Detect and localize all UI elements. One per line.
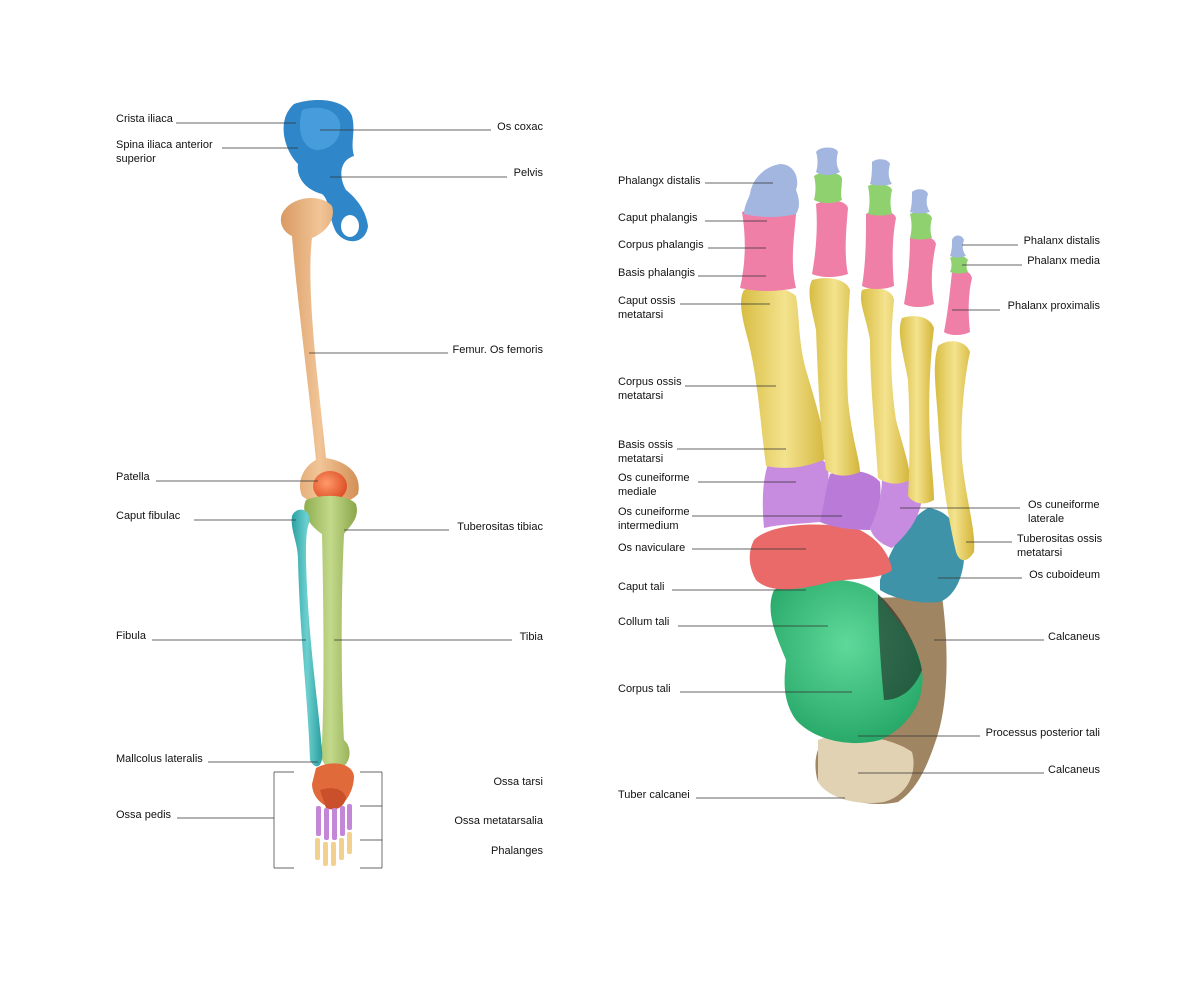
label-calcaneus-2: Calcaneus xyxy=(1048,764,1100,776)
middle-phalanges xyxy=(814,172,968,274)
label-ossa-pedis: Ossa pedis xyxy=(116,809,172,821)
navicular-bone xyxy=(749,524,892,590)
label-basis-ossis-1: Basis ossis xyxy=(618,439,674,451)
label-corpus-tali: Corpus tali xyxy=(618,683,671,695)
label-corpus-ossis-2: metatarsi xyxy=(618,390,664,402)
label-collum-tali: Collum tali xyxy=(618,616,670,628)
label-corpus-ossis-1: Corpus ossis xyxy=(618,376,682,388)
label-phalanx-distalis: Phalanx distalis xyxy=(1023,235,1100,247)
label-os-naviculare: Os naviculare xyxy=(618,542,686,554)
label-mallcolus: Mallcolus lateralis xyxy=(116,753,203,765)
fibula-bone xyxy=(291,509,323,767)
label-caput-ossis-2: metatarsi xyxy=(618,309,664,321)
proximal-phalanges xyxy=(740,200,972,335)
label-calcaneus-1: Calcaneus xyxy=(1048,631,1100,643)
foot-bones-small xyxy=(312,763,354,866)
label-tibia: Tibia xyxy=(519,631,543,643)
label-cuneiforme-mediale-1: Os cuneiforme xyxy=(618,472,690,484)
cuboid-bone xyxy=(880,508,964,603)
talus-bone xyxy=(770,579,923,744)
label-pelvis: Pelvis xyxy=(513,167,543,179)
label-crista-iliaca: Crista iliaca xyxy=(116,113,173,125)
label-caput-phalangis: Caput phalangis xyxy=(618,212,698,224)
femur-bone xyxy=(280,197,359,505)
label-phalanges: Phalanges xyxy=(491,845,543,857)
label-os-cuboideum: Os cuboideum xyxy=(1029,569,1100,581)
label-tuber-calcanei: Tuber calcanei xyxy=(618,789,690,801)
label-cuneiforme-laterale-1: Os cuneiforme xyxy=(1028,499,1100,511)
label-cuneiforme-laterale-2: laterale xyxy=(1028,513,1065,525)
distal-phalanges xyxy=(744,147,966,258)
patella-bone xyxy=(313,471,347,501)
label-tuberositas-ossis-1: Tuberositas ossis xyxy=(1017,533,1103,545)
label-phalanx-proximalis: Phalanx proximalis xyxy=(1007,300,1100,312)
label-cuneiforme-intermedium-2: intermedium xyxy=(618,520,679,532)
label-spina-iliaca-1: Spina iliaca anterior xyxy=(116,139,213,151)
label-caput-ossis-1: Caput ossis xyxy=(618,295,676,307)
label-caput-tali: Caput tali xyxy=(618,581,665,593)
tibia-bone xyxy=(304,495,357,769)
label-phalanx-media: Phalanx media xyxy=(1027,255,1100,267)
label-femur: Femur. Os femoris xyxy=(452,344,543,356)
label-corpus-phalangis: Corpus phalangis xyxy=(618,239,704,251)
label-phalangx-distalis: Phalangx distalis xyxy=(618,175,701,187)
label-caput-fibulac: Caput fibulac xyxy=(116,510,181,522)
pelvis-bone xyxy=(283,100,368,242)
label-spina-iliaca-2: superior xyxy=(116,153,156,165)
label-patella: Patella xyxy=(116,471,150,483)
leg-leader-lines xyxy=(152,122,512,869)
metatarsal-bones xyxy=(741,278,975,561)
label-fibula: Fibula xyxy=(116,630,146,642)
label-processus-posterior-tali: Processus posterior tali xyxy=(985,727,1100,739)
label-basis-ossis-2: metatarsi xyxy=(618,453,664,465)
label-cuneiforme-intermedium-1: Os cuneiforme xyxy=(618,506,690,518)
label-ossa-tarsi: Ossa tarsi xyxy=(493,776,543,788)
label-cuneiforme-mediale-2: mediale xyxy=(618,486,657,498)
label-tuberositas-tibiac: Tuberositas tibiac xyxy=(457,521,543,533)
foot-leader-lines xyxy=(672,182,1044,799)
label-basis-phalangis: Basis phalangis xyxy=(618,267,696,279)
label-ossa-metatarsalia: Ossa metatarsalia xyxy=(454,815,543,827)
label-os-coxac: Os coxac xyxy=(497,121,543,133)
label-tuberositas-ossis-2: metatarsi xyxy=(1017,547,1063,559)
